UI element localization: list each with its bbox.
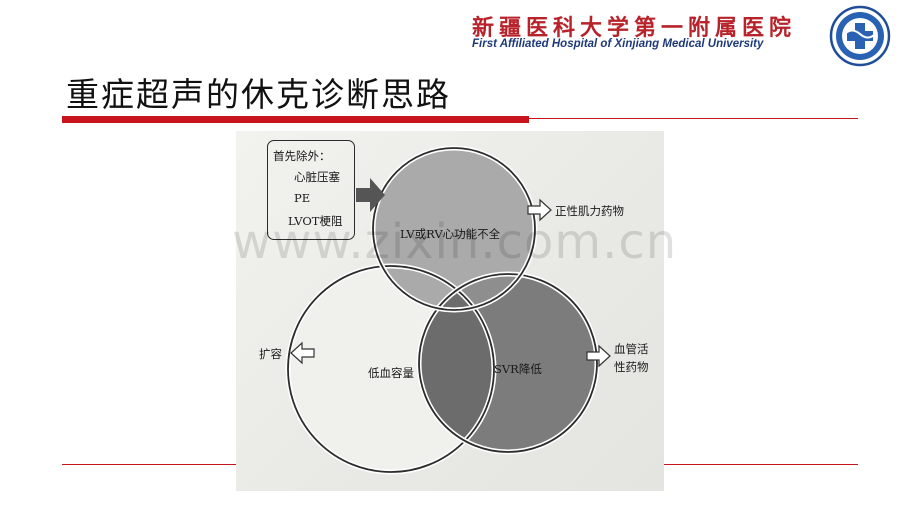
exclude-item-lvot: LVOT梗阻 — [288, 214, 343, 228]
exclude-arrow-icon — [356, 178, 385, 212]
circle-label-hypovolemia: 低血容量 — [368, 366, 414, 380]
action-label-fluid: 扩容 — [259, 347, 282, 361]
action-label-vasoactive-2: 性药物 — [614, 360, 649, 374]
exclude-item-tamponade: 心脏压塞 — [294, 170, 340, 184]
header-institution-name-en: First Affiliated Hospital of Xinjiang Me… — [472, 38, 764, 50]
title-underline — [62, 116, 529, 123]
vasoactive-arrow-icon — [586, 344, 611, 368]
inotrope-arrow-icon — [527, 198, 552, 222]
exclude-item-pe: PE — [294, 191, 311, 205]
circle-label-low-svr: SVR降低 — [494, 362, 542, 376]
action-label-vasoactive-1: 血管活 — [614, 342, 649, 356]
exclude-heading: 首先除外： — [273, 149, 331, 163]
exclude-first-box — [267, 140, 355, 240]
action-label-inotropes: 正性肌力药物 — [555, 204, 624, 218]
shock-diagnosis-venn-diagram: 首先除外： 心脏压塞 PE LVOT梗阻 LV或RV心功能不全 低血容量 SVR… — [236, 131, 664, 491]
watermark-text: www.zixin.com.cn — [232, 214, 678, 270]
title-underline-thin — [529, 118, 858, 119]
fluid-arrow-icon — [290, 341, 315, 365]
hospital-logo-icon — [829, 5, 891, 67]
circle-label-ventricular-dysfunction: LV或RV心功能不全 — [400, 227, 501, 241]
header-institution-name: 新疆医科大学第一附属医院 — [472, 16, 797, 41]
slide-title: 重症超声的休克诊断思路 — [66, 75, 451, 114]
